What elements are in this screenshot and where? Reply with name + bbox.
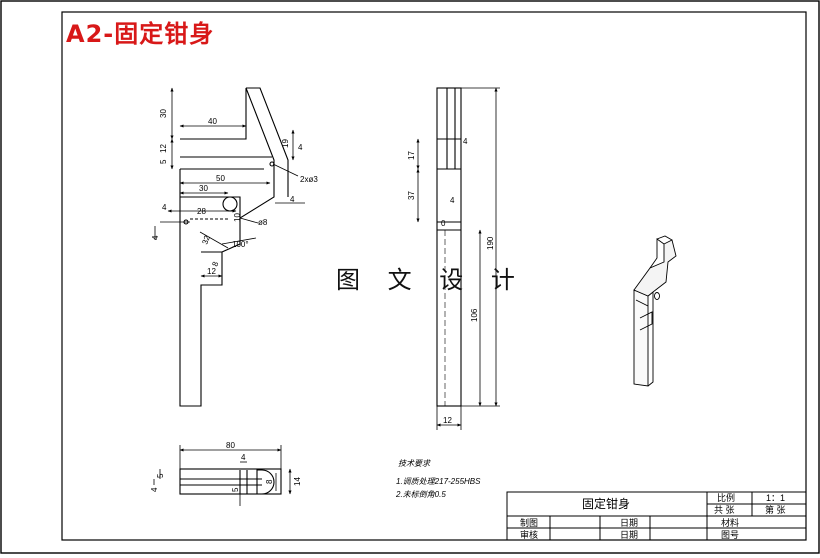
front-web-line	[180, 196, 241, 218]
dim-4b: 4	[450, 196, 455, 205]
dim-4-l: 4	[162, 203, 167, 212]
drawing-number-label: 图号	[721, 530, 739, 540]
iso-jaw-top	[656, 235, 673, 241]
dim-30: 30	[199, 184, 208, 193]
part-name: 固定钳身	[582, 496, 630, 511]
dim-4a: 4	[463, 137, 468, 146]
notes-line-2: 2.未标倒角0.5	[395, 490, 446, 499]
dim-4-bottom: 4	[241, 453, 246, 462]
iso-jaw	[649, 238, 665, 269]
drawn-label: 制图	[520, 517, 538, 528]
dim-50: 50	[216, 174, 225, 183]
notes-heading: 技术要求	[398, 459, 431, 468]
bottom-outline	[179, 468, 282, 495]
dim-10: 10	[233, 213, 242, 222]
technical-notes: 技术要求 1.调质处理217-255HBS 2.未标倒角0.5	[395, 459, 481, 499]
title-block	[506, 491, 807, 541]
watermark-text: 图 文 设 计	[336, 266, 525, 294]
checked-label: 审核	[520, 529, 538, 540]
jaw-outline	[246, 87, 289, 197]
dim-32: 32	[200, 234, 212, 246]
bottom-view	[153, 445, 292, 506]
date-label-1: 日期	[620, 518, 638, 528]
total-sheets-label: 共 张	[714, 505, 735, 515]
scale-label: 比例	[717, 492, 735, 503]
dim-17: 17	[407, 151, 416, 160]
dim-100: 100°	[232, 240, 249, 249]
dim-12-side: 12	[443, 416, 452, 425]
dim-4b-bottom: 4	[150, 487, 159, 492]
iso-upper	[633, 239, 677, 297]
dim-5b: 5	[231, 487, 240, 492]
sheet-number-label: 第 张	[765, 504, 786, 515]
dim-0: 0	[441, 219, 446, 228]
bottom-slot	[256, 469, 275, 495]
side-view-labels: 17 4 37 4 0 190 106 12	[407, 137, 495, 425]
scale-value: 1：1	[766, 493, 785, 503]
dim-19: 19	[281, 139, 290, 148]
front-view-labels: 30 40 12 5 19 4 50 2xø3 30 4 4 28 10 ø8 …	[151, 109, 318, 276]
dim-8: ø8	[258, 218, 268, 227]
dim-8b: 8	[210, 260, 220, 268]
date-label-2: 日期	[620, 530, 638, 540]
inner-frame	[61, 11, 807, 541]
front-hole-2x3	[269, 161, 275, 167]
dim-28: 28	[197, 207, 206, 216]
dim-14: 14	[293, 477, 302, 486]
dim-4-l2: 4	[151, 235, 160, 240]
iso-edge-1	[635, 299, 649, 307]
dim-12: 12	[159, 144, 168, 153]
notes-line-1: 1.调质处理217-255HBS	[396, 477, 481, 486]
dim-2x3: 2xø3	[300, 175, 318, 184]
iso-body-front	[633, 289, 649, 387]
dim-8-bottom: 8	[265, 479, 274, 484]
dim-190: 190	[486, 236, 495, 250]
dim-40: 40	[208, 117, 217, 126]
dim-5a: 5	[156, 473, 165, 478]
dim-106: 106	[470, 308, 479, 322]
side-view	[416, 87, 500, 430]
side-outline	[436, 87, 462, 407]
iso-body-side	[647, 291, 654, 387]
material-label: 材料	[721, 517, 739, 528]
title-block-text: 固定钳身 比例 1：1 共 张 第 张 制图 日期 材料 审核 日期 图号	[520, 492, 786, 540]
bottom-view-labels: 80 4 5 4 8 14 5	[150, 441, 302, 492]
dim-30-top: 30	[159, 109, 168, 118]
dim-5: 5	[159, 159, 168, 164]
drawing-title: A2-固定钳身	[66, 20, 215, 48]
front-hole-large	[222, 196, 238, 212]
dim-80: 80	[226, 441, 235, 450]
iso-edge-2	[639, 311, 653, 331]
dim-12b: 12	[207, 267, 216, 276]
dim-4-r1: 4	[298, 143, 303, 152]
isometric-view	[633, 235, 677, 387]
dim-37: 37	[407, 191, 416, 200]
iso-hole	[654, 292, 660, 300]
dim-4-r2: 4	[290, 195, 295, 204]
front-view	[154, 87, 305, 407]
